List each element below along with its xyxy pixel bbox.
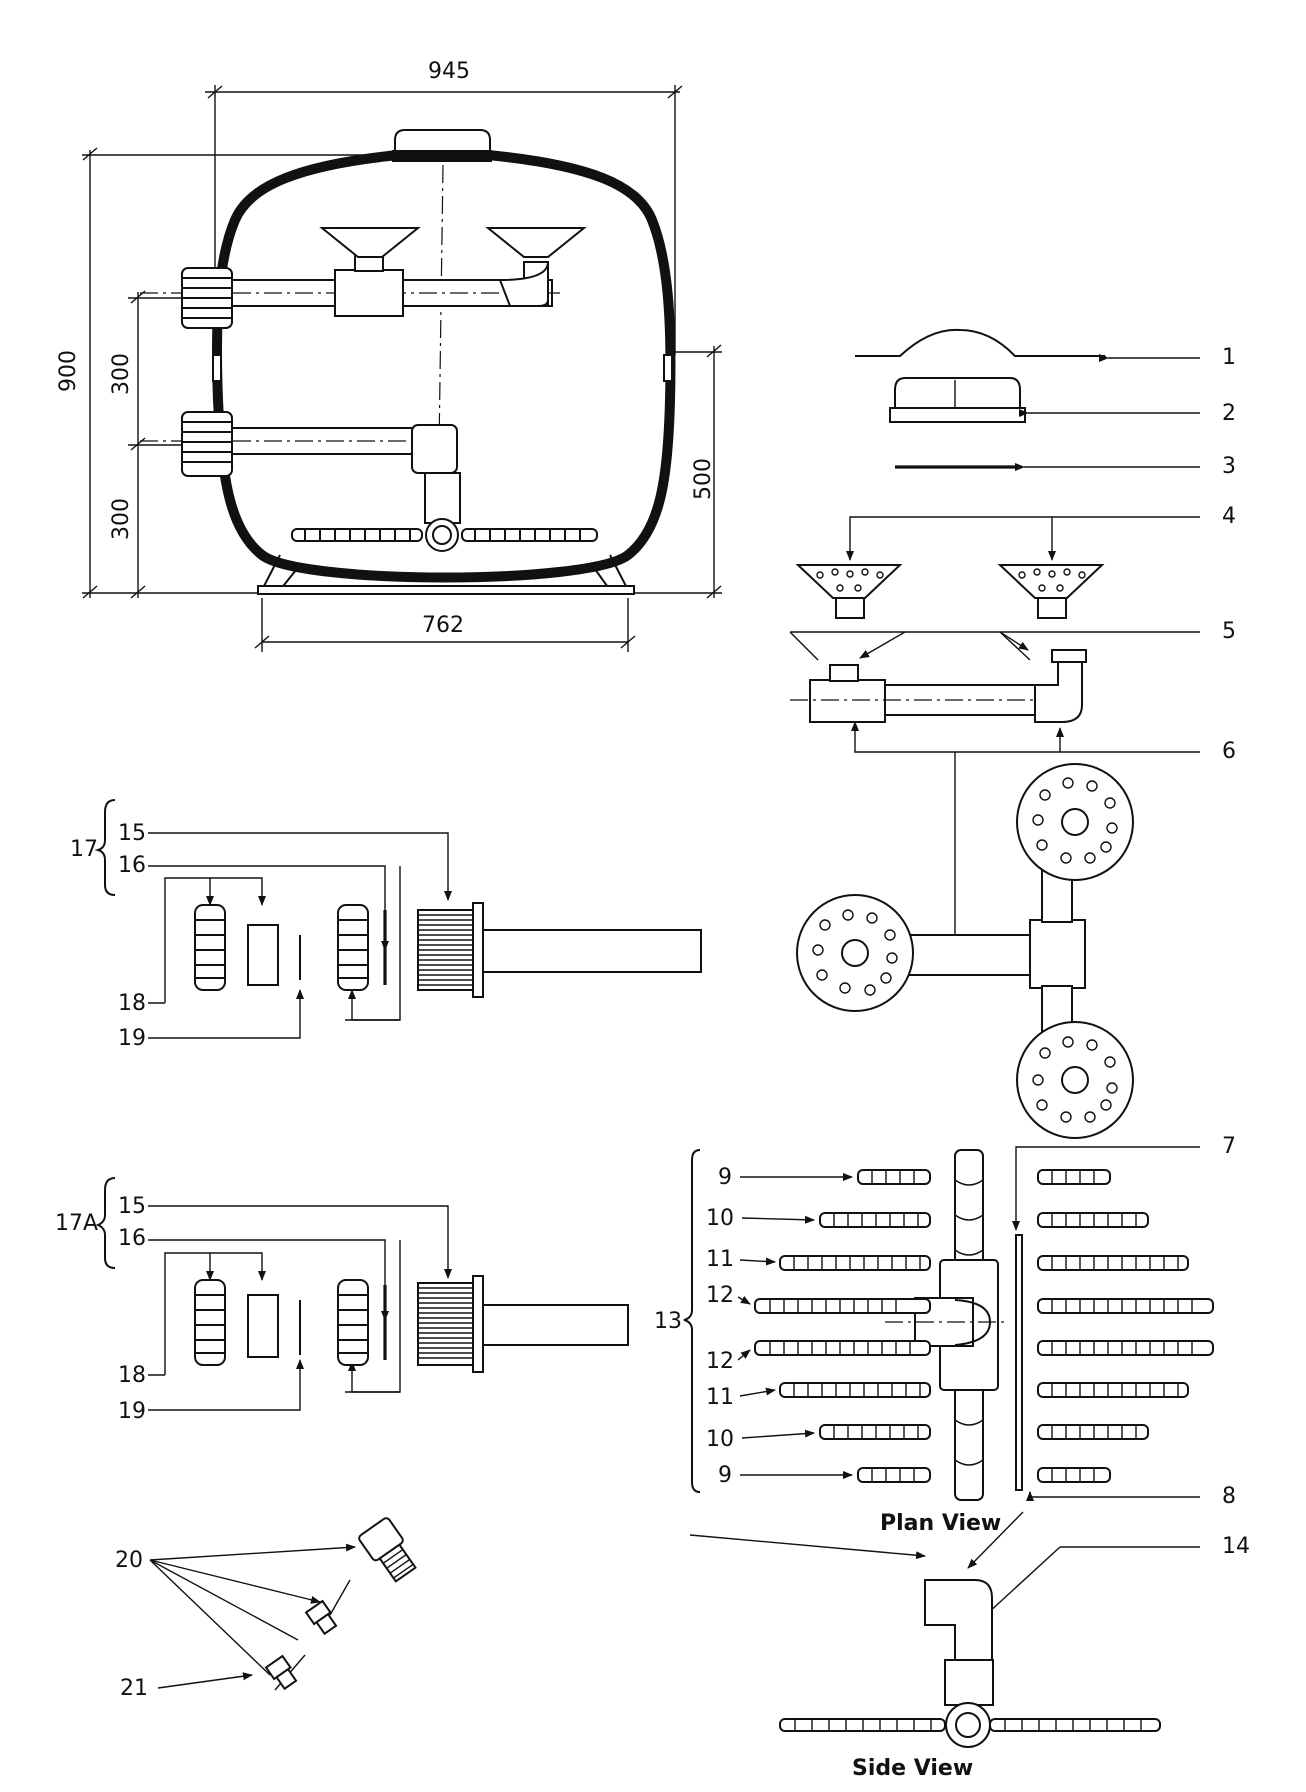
part-6-upper-manifold: 6 bbox=[790, 649, 1236, 959]
callout-17: 17 bbox=[70, 837, 98, 862]
callout-2: 2 bbox=[1222, 401, 1236, 426]
underdrain-plan-view: 13 bbox=[654, 1134, 1236, 1536]
tank-shell bbox=[211, 129, 676, 595]
callout-15: 15 bbox=[118, 821, 146, 846]
callout-18: 18 bbox=[118, 991, 146, 1016]
callout-9: 9 bbox=[718, 1165, 732, 1190]
disk-holes bbox=[812, 777, 1118, 1123]
underdrain-side-view: 14 Side View bbox=[689, 1511, 1250, 1781]
part-2-lid: 2 bbox=[889, 377, 1236, 426]
callout-5: 5 bbox=[1222, 619, 1236, 644]
callout-8: 8 bbox=[1222, 1484, 1236, 1509]
drain-plug-small bbox=[304, 1599, 338, 1636]
dim-flange-height-label: 500 bbox=[691, 458, 716, 500]
part-1-clamp: 1 bbox=[855, 328, 1236, 370]
laterals-left bbox=[754, 1169, 931, 1483]
dimension-width: 945 bbox=[205, 59, 683, 355]
underdrain-hub bbox=[885, 1149, 1005, 1501]
side-view-caption: Side View bbox=[852, 1756, 973, 1781]
dim-lower-spacing-label: 300 bbox=[109, 498, 134, 540]
callout-1: 1 bbox=[1222, 345, 1236, 370]
callout-4: 4 bbox=[1222, 504, 1236, 529]
laterals-right bbox=[1037, 1169, 1214, 1483]
distributor-holes bbox=[816, 568, 1086, 592]
dim-upper-spacing-label: 300 bbox=[109, 353, 134, 395]
callout-3: 3 bbox=[1222, 454, 1236, 479]
side-view-elbow bbox=[924, 1579, 994, 1748]
part-5-screws: 5 bbox=[789, 619, 1236, 661]
callout-11: 11 bbox=[706, 1247, 734, 1272]
dim-height-label: 900 bbox=[56, 350, 81, 392]
callout-12: 12 bbox=[706, 1283, 734, 1308]
part-4-upper-distributors: 4 bbox=[795, 504, 1236, 619]
callout-10: 10 bbox=[706, 1206, 734, 1231]
callout-11b: 11 bbox=[706, 1385, 734, 1410]
callout-21: 21 bbox=[120, 1676, 148, 1701]
part-3-o-ring: 3 bbox=[895, 454, 1236, 479]
callout-20: 20 bbox=[115, 1548, 143, 1573]
callout-9b: 9 bbox=[718, 1463, 732, 1488]
drain-plug-large bbox=[358, 1517, 417, 1583]
callout-19: 19 bbox=[118, 1026, 146, 1051]
callout-15b: 15 bbox=[118, 1194, 146, 1219]
callout-13: 13 bbox=[654, 1309, 682, 1334]
callout-19b: 19 bbox=[118, 1399, 146, 1424]
drain-fitting-21 bbox=[264, 1654, 298, 1691]
callout-16b: 16 bbox=[118, 1226, 146, 1251]
tank-section: 945 900 300 300 500 bbox=[56, 59, 722, 652]
drain-plugs: 20 21 bbox=[115, 1517, 417, 1701]
callout-6: 6 bbox=[1222, 739, 1236, 764]
dimension-base-width: 762 bbox=[254, 598, 636, 652]
manifold-plan-view bbox=[796, 763, 1134, 1139]
side-view-laterals bbox=[779, 1718, 1161, 1732]
port-assembly-17a: 17A 15 16 18 19 bbox=[55, 1177, 629, 1424]
tank-upper-port bbox=[181, 267, 233, 329]
tank-lower-port bbox=[181, 411, 233, 477]
plan-view-caption: Plan View bbox=[880, 1511, 1001, 1536]
dim-width-label: 945 bbox=[428, 59, 470, 84]
callout-18b: 18 bbox=[118, 1363, 146, 1388]
dimension-height: 900 bbox=[56, 147, 400, 599]
callout-12b: 12 bbox=[706, 1349, 734, 1374]
port-assembly-17: 17 15 16 18 19 bbox=[70, 799, 702, 1051]
callout-14: 14 bbox=[1222, 1534, 1250, 1559]
tank-upper-pipework bbox=[140, 227, 587, 317]
callout-17a: 17A bbox=[55, 1211, 98, 1236]
callout-10b: 10 bbox=[706, 1427, 734, 1452]
callout-16: 16 bbox=[118, 853, 146, 878]
callout-7: 7 bbox=[1222, 1134, 1236, 1159]
dim-base-width-label: 762 bbox=[422, 613, 464, 638]
